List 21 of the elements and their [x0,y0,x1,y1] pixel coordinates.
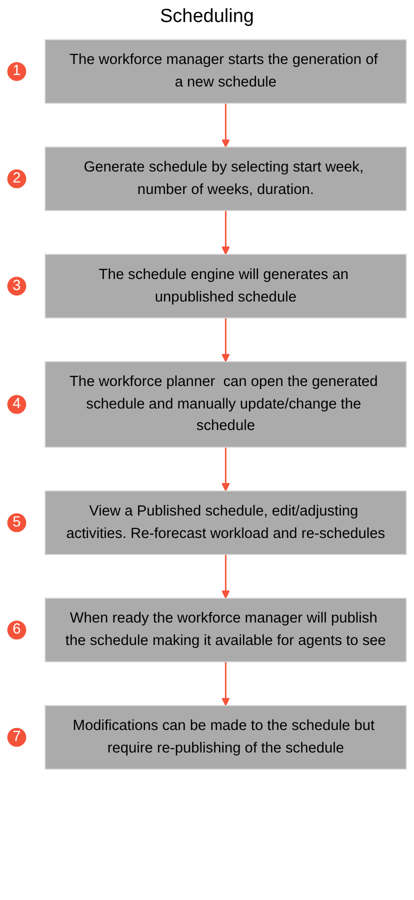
node-box: The schedule engine will generates an unpublished schedule [44,254,407,318]
arrow [221,318,230,362]
node-circle: 7 [7,728,26,747]
node-circle: 6 [7,620,26,640]
arrow [221,554,230,599]
node-circle: 2 [7,169,26,188]
node-circle: 4 [7,395,26,414]
node-box: When ready the workforce manager will publish the schedule making it available for agents to see [44,598,407,662]
node-circle: 3 [7,276,26,296]
node-box: The workforce manager starts the generation of a new schedule [44,39,407,104]
arrow [221,103,230,148]
node-circle: 5 [7,513,26,532]
node-box: View a Published schedule, edit/adjusting activities. Re-forecast workload and re-schedules [44,490,407,555]
node-box: The workforce planner can open the generated schedule and manually update/change the schedule [44,361,407,448]
node-circle: 1 [7,62,26,81]
diagram-title: Scheduling [160,6,254,28]
node-box: Modifications can be made to the schedule but require re-publishing of the schedule [44,705,407,770]
arrow [221,662,230,706]
arrow [221,210,230,255]
arrow [221,447,230,492]
node-box: Generate schedule by selecting start week, number of weeks, duration. [44,146,407,212]
